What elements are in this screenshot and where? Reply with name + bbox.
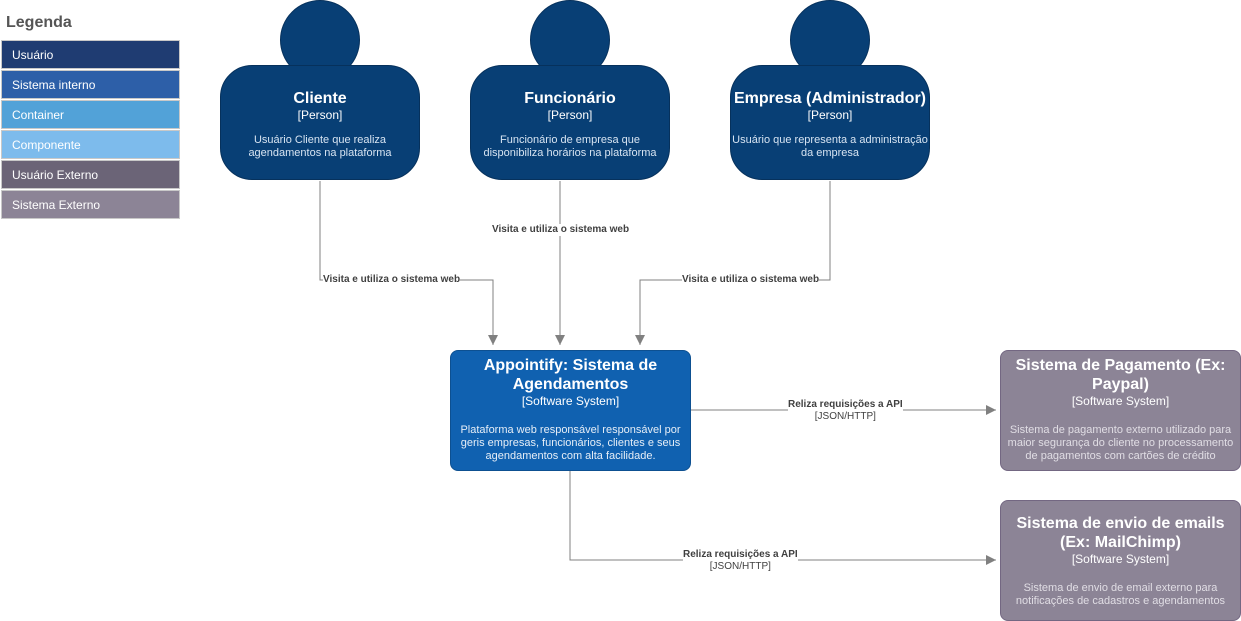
legend-item-componente: Componente <box>1 130 180 159</box>
person-funcionario-body: Funcionário [Person] Funcionário de empr… <box>470 65 670 180</box>
person-empresa-description: Usuário que representa a administração d… <box>732 134 928 159</box>
edge-label-funcionario-app: Visita e utiliza o sistema web <box>492 224 630 236</box>
system-appointify-type: [Software System] <box>521 394 620 408</box>
system-email-name: Sistema de envio de emails (Ex: MailChim… <box>1016 515 1225 551</box>
legend-item-sistema-interno: Sistema interno <box>1 70 180 99</box>
system-pagamento-description: Sistema de pagamento externo utilizado p… <box>1007 424 1234 462</box>
legend-item-usuario-externo: Usuário Externo <box>1 160 180 189</box>
system-pagamento-type: [Software System] <box>1071 394 1170 408</box>
system-appointify-description: Plataforma web responsável responsável p… <box>460 424 681 462</box>
edge-label-app-pagamento: Reliza requisições a API [JSON/HTTP] <box>788 399 903 423</box>
system-pagamento-name: Sistema de Pagamento (Ex: Paypal) <box>1015 357 1226 393</box>
edge-empresa-app <box>635 181 831 345</box>
edge-app-email <box>569 470 996 565</box>
person-empresa-name: Empresa (Administrador) <box>733 90 927 107</box>
edge-label-app-pagamento-text: Reliza requisições a API <box>788 399 903 410</box>
person-funcionario-type: [Person] <box>547 108 593 122</box>
person-funcionario-name: Funcionário <box>524 90 616 107</box>
legend-item-sistema-externo: Sistema Externo <box>1 190 180 219</box>
edge-cliente-app <box>319 181 498 345</box>
person-empresa-body: Empresa (Administrador) [Person] Usuário… <box>730 65 930 180</box>
system-pagamento[interactable]: Sistema de Pagamento (Ex: Paypal) [Softw… <box>1000 350 1241 471</box>
edge-label-app-email: Reliza requisições a API [JSON/HTTP] <box>683 549 798 573</box>
legend-title: Legenda <box>6 14 72 31</box>
legend-item-container: Container <box>1 100 180 129</box>
system-email-description: Sistema de envio de email externo para n… <box>1015 582 1226 607</box>
person-cliente-name: Cliente <box>293 90 347 107</box>
person-cliente-type: [Person] <box>297 108 343 122</box>
edge-label-app-email-tech: [JSON/HTTP] <box>709 561 771 572</box>
system-appointify-name: Appointify: Sistema de Agendamentos <box>483 357 658 393</box>
person-funcionario-description: Funcionário de empresa que disponibiliza… <box>483 134 657 159</box>
edge-label-app-pagamento-tech: [JSON/HTTP] <box>814 411 876 422</box>
edge-label-cliente-app: Visita e utiliza o sistema web <box>323 274 461 286</box>
person-empresa-type: [Person] <box>807 108 853 122</box>
legend-item-usuario: Usuário <box>1 40 180 69</box>
system-appointify[interactable]: Appointify: Sistema de Agendamentos [Sof… <box>450 350 691 471</box>
edge-label-app-email-text: Reliza requisições a API <box>683 549 798 560</box>
system-email-type: [Software System] <box>1071 552 1170 566</box>
person-cliente-body: Cliente [Person] Usuário Cliente que rea… <box>220 65 420 180</box>
edge-label-empresa-app: Visita e utiliza o sistema web <box>682 274 820 286</box>
person-cliente-description: Usuário Cliente que realiza agendamentos… <box>248 134 392 159</box>
system-email[interactable]: Sistema de envio de emails (Ex: MailChim… <box>1000 500 1241 621</box>
